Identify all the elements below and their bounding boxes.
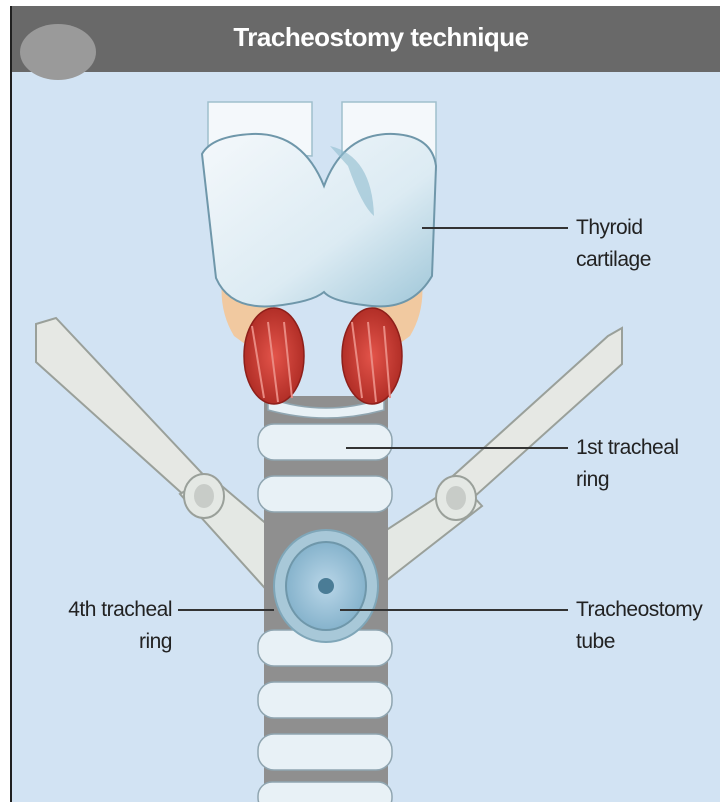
title-bar: Tracheostomy technique bbox=[12, 6, 720, 72]
page-title: Tracheostomy technique bbox=[12, 22, 720, 53]
first-ring-label-line1: 1st tracheal bbox=[576, 432, 679, 464]
thyroid-label-line2: cartilage bbox=[576, 244, 651, 276]
first-ring-label-line2: ring bbox=[576, 464, 679, 496]
tracheostomy-tube-graphic bbox=[274, 530, 378, 642]
thyroid-label-line1: Thyroid bbox=[576, 212, 651, 244]
first-tracheal-ring-label: 1st tracheal ring bbox=[576, 432, 679, 496]
figure-panel: Tracheostomy technique Thyroid cartilage… bbox=[10, 6, 720, 802]
fourth-ring-label-line1: 4th tracheal bbox=[42, 594, 172, 626]
tube-label-line2: tube bbox=[576, 626, 702, 658]
fourth-tracheal-ring-label: 4th tracheal ring bbox=[42, 594, 172, 658]
tracheostomy-illustration bbox=[12, 6, 720, 802]
redaction-blob bbox=[20, 24, 96, 80]
thyroid-cartilage-label: Thyroid cartilage bbox=[576, 212, 651, 276]
larynx bbox=[202, 102, 436, 404]
tube-label-line1: Tracheostomy bbox=[576, 594, 702, 626]
fourth-ring-label-line2: ring bbox=[42, 626, 172, 658]
tracheostomy-tube-label: Tracheostomy tube bbox=[576, 594, 702, 658]
